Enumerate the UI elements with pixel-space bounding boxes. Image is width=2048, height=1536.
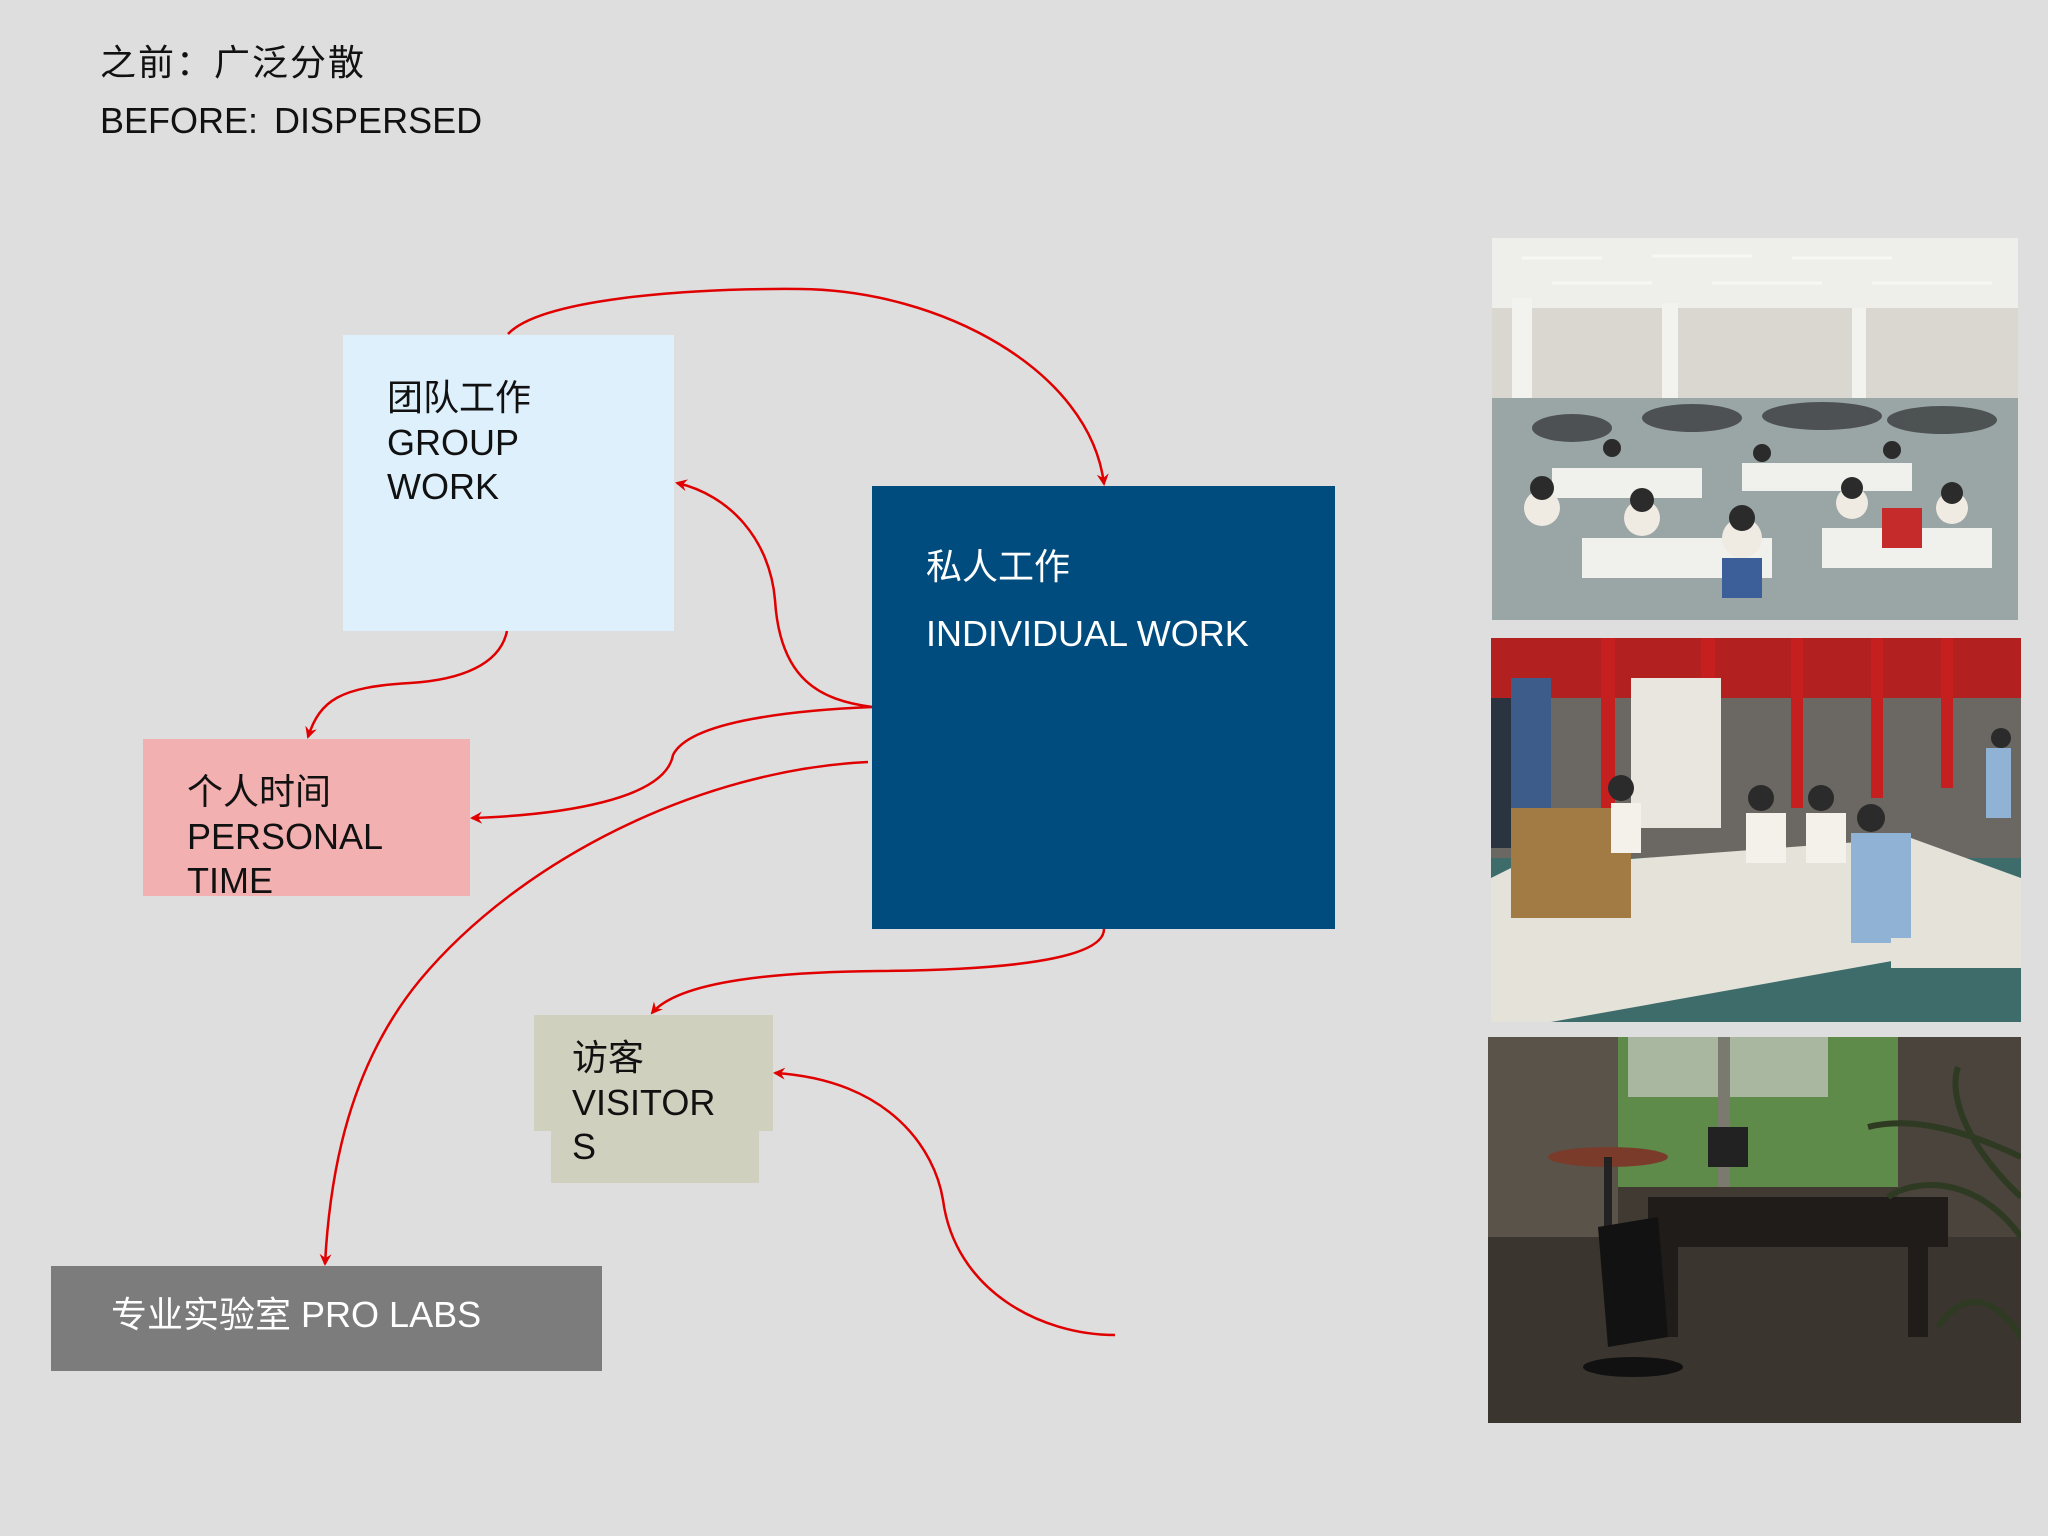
pro-labs-label: 专业实验室 PRO LABS <box>111 1293 481 1338</box>
personal-time-label-cn: 个人时间 <box>187 772 332 813</box>
visitors-label: 访客 VISITOR S <box>572 1037 715 1169</box>
pro-labs-label-en: PRO LABS <box>301 1294 482 1335</box>
group-work-box: 团队工作 GROUP WORK <box>343 335 674 631</box>
page-title-cn: 之前：广泛分散 <box>100 43 367 84</box>
individual-work-label-cn: 私人工作 <box>926 547 1071 588</box>
personal-time-label-en: PERSONAL TIME <box>187 816 384 901</box>
personal-time-box: 个人时间 PERSONAL TIME <box>143 739 470 901</box>
group-work-label-cn: 团队工作 <box>387 378 532 419</box>
individual-work-label-en: INDIVIDUAL WORK <box>926 613 1249 654</box>
arrow-individual-to-personal <box>470 705 873 824</box>
arrow-individual-to-group <box>675 479 873 709</box>
pro-labs-label-cn: 专业实验室 <box>111 1295 292 1336</box>
individual-work-label: 私人工作 INDIVIDUAL WORK <box>926 546 1249 656</box>
photo-cafeteria <box>1492 238 2018 620</box>
group-work-label: 团队工作 GROUP WORK <box>387 377 531 509</box>
personal-time-label: 个人时间 PERSONAL TIME <box>187 771 383 903</box>
pro-labs-box: 专业实验室 PRO LABS <box>51 1266 602 1371</box>
visitors-label-en: VISITOR S <box>572 1082 716 1167</box>
individual-work-box: 私人工作 INDIVIDUAL WORK <box>872 486 1335 929</box>
visitors-label-cn: 访客 <box>572 1038 645 1079</box>
visitors-box: 访客 VISITOR S <box>534 1015 773 1167</box>
arrow-group-to-personal <box>305 630 509 739</box>
group-work-label-en: GROUP WORK <box>387 422 520 507</box>
photo-lab <box>1491 638 2021 1022</box>
photo-office <box>1488 1037 2021 1423</box>
page-title-en: BEFORE: DISPERSED <box>100 100 483 141</box>
arrow-individual-to-visitors <box>650 928 1106 1015</box>
arrow-external-to-visitors <box>773 1067 1116 1337</box>
